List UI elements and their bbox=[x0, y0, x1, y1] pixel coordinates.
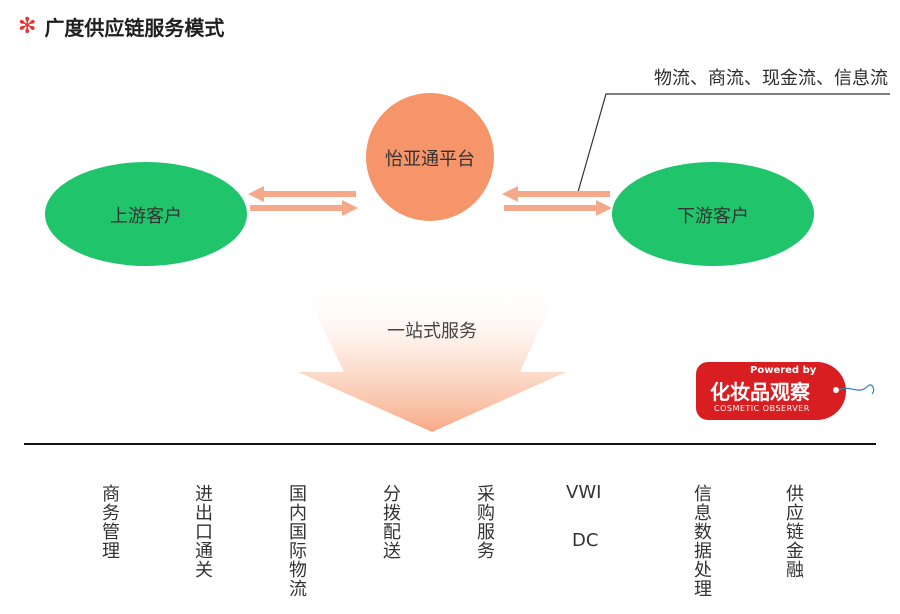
flows-label: 物流、商流、现金流、信息流 bbox=[654, 68, 888, 89]
upstream-ellipse bbox=[45, 162, 247, 266]
left-double-arrow bbox=[248, 186, 358, 216]
one-stop-service-label: 一站式服务 bbox=[387, 321, 477, 342]
service-supply-chain-finance: 供应链金融 bbox=[783, 484, 804, 579]
service-customs-clearance: 进出口通关 bbox=[192, 484, 213, 579]
platform-label: 怡亚通平台 bbox=[385, 149, 475, 170]
section-divider bbox=[24, 443, 876, 445]
service-dc: DC bbox=[572, 530, 599, 551]
cosmetic-observer-logo: Powered by 化妆品观察 COSMETIC OBSERVER bbox=[690, 360, 880, 426]
one-stop-service-arrow bbox=[298, 284, 566, 432]
downstream-label: 下游客户 bbox=[677, 206, 749, 227]
upstream-label: 上游客户 bbox=[110, 206, 182, 227]
service-procurement: 采购服务 bbox=[474, 484, 495, 560]
service-vwi: VWI bbox=[566, 482, 602, 503]
right-double-arrow bbox=[502, 186, 612, 216]
diagram-title: ✻ 广度供应链服务模式 bbox=[18, 12, 224, 41]
title-text: 广度供应链服务模式 bbox=[44, 16, 225, 40]
platform-circle bbox=[366, 93, 494, 221]
service-distribution: 分拨配送 bbox=[380, 484, 401, 560]
service-business-management: 商务管理 bbox=[99, 484, 120, 560]
service-logistics: 国内国际物流 bbox=[286, 484, 307, 598]
downstream-ellipse bbox=[612, 162, 814, 266]
flows-pointer-line bbox=[577, 93, 890, 193]
service-data-processing: 信息数据处理 bbox=[691, 484, 712, 598]
asterisk-icon: ✻ bbox=[18, 13, 37, 39]
